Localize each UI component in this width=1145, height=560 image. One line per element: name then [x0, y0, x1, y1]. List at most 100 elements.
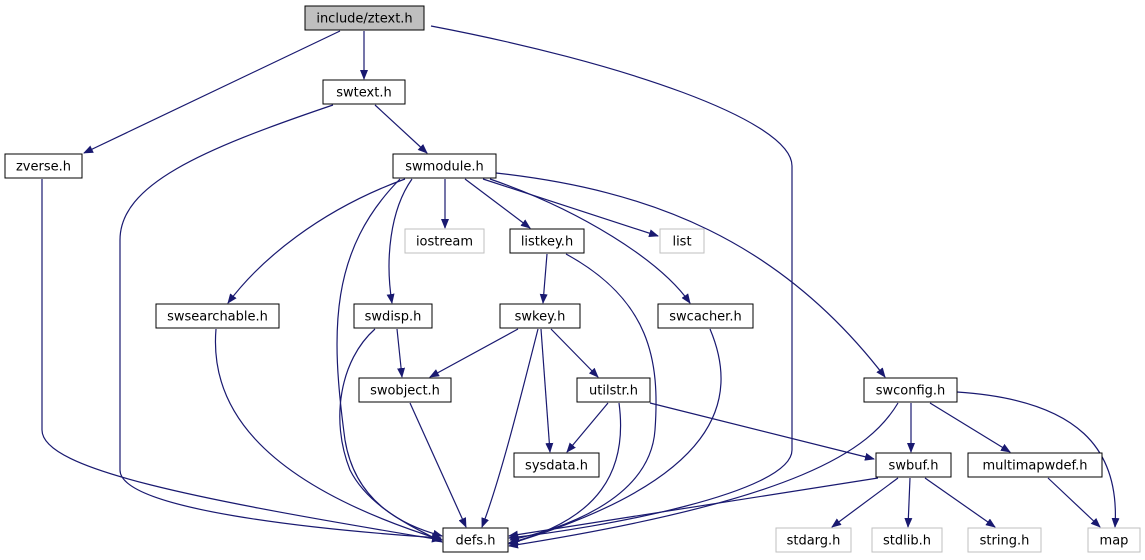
node-box-swcacher: [657, 303, 754, 329]
edge-zverse-to-defs: [41, 179, 442, 543]
node-utilstr[interactable]: utilstr.h: [576, 377, 651, 403]
edge-swmodule-to-swsearchable: [227, 178, 406, 304]
node-label-swtext: swtext.h: [336, 86, 391, 101]
node-label-list: list: [672, 235, 691, 250]
edge-swconfig-to-multimapwdef: [929, 402, 1011, 453]
node-box-list: [659, 228, 705, 254]
edge-utilstr-to-defs: [508, 402, 622, 545]
node-box-swobject: [358, 377, 452, 403]
node-label-defs: defs.h: [456, 534, 496, 549]
node-label-sysdata: sysdata.h: [525, 459, 588, 474]
node-box-iostream: [404, 228, 485, 254]
node-swkey[interactable]: swkey.h: [499, 303, 581, 329]
node-box-swtext: [322, 79, 406, 105]
node-box-ztext: [304, 5, 425, 31]
edge-swcacher-to-defs: [508, 328, 722, 546]
edge-swkey-to-sysdata: [540, 328, 554, 453]
node-label-swcacher: swcacher.h: [669, 310, 741, 325]
edge-listkey-to-swkey: [539, 253, 548, 304]
node-label-swconfig: swconfig.h: [876, 384, 946, 399]
node-swbuf[interactable]: swbuf.h: [875, 452, 952, 478]
edge-swconfig-to-map: [956, 391, 1120, 528]
edge-ztext-to-zverse: [83, 30, 341, 154]
node-zverse[interactable]: zverse.h: [4, 153, 83, 179]
edges-layer: [41, 25, 1120, 549]
edge-swtext-to-swmodule: [374, 104, 428, 154]
edge-swmodule-to-list: [482, 178, 659, 238]
node-label-utilstr: utilstr.h: [589, 384, 638, 399]
node-box-swsearchable: [155, 303, 280, 329]
node-sysdata[interactable]: sysdata.h: [513, 452, 600, 478]
node-box-swdisp: [353, 303, 433, 329]
node-swmodule[interactable]: swmodule.h: [392, 153, 497, 179]
node-swsearchable[interactable]: swsearchable.h: [155, 303, 280, 329]
edge-swobject-to-defs: [409, 402, 467, 528]
node-label-iostream: iostream: [416, 235, 473, 250]
edge-swdisp-to-swobject: [396, 328, 406, 378]
edge-swmodule-to-swdisp: [386, 178, 413, 304]
node-label-swobject: swobject.h: [370, 384, 440, 399]
edge-swkey-to-defs: [481, 328, 539, 528]
edge-swmodule-to-swcacher: [489, 178, 691, 304]
node-string: string.h: [967, 527, 1042, 553]
node-box-swbuf: [875, 452, 952, 478]
node-box-string: [967, 527, 1042, 553]
node-swobject[interactable]: swobject.h: [358, 377, 452, 403]
node-box-listkey: [509, 228, 585, 254]
node-box-utilstr: [576, 377, 651, 403]
node-label-stdlib: stdlib.h: [883, 534, 931, 549]
node-list: list: [659, 228, 705, 254]
node-stdlib: stdlib.h: [871, 527, 943, 553]
nodes-layer: include/ztext.h swtext.h zverse.h swmodule.…: [4, 5, 1141, 553]
node-label-swbuf: swbuf.h: [889, 459, 939, 474]
edge-swtext-to-defs: [119, 104, 442, 542]
node-box-swmodule: [392, 153, 497, 179]
node-box-stdarg: [775, 527, 852, 553]
edge-swmodule-to-swconfig: [495, 172, 886, 378]
node-stdarg: stdarg.h: [775, 527, 852, 553]
node-swtext[interactable]: swtext.h: [322, 79, 406, 105]
node-label-zverse: zverse.h: [16, 160, 71, 175]
edge-listkey-to-defs: [509, 253, 657, 543]
node-box-swkey: [499, 303, 581, 329]
edge-utilstr-to-swbuf: [649, 402, 875, 461]
edge-swmodule-to-listkey: [464, 178, 531, 229]
node-swcacher[interactable]: swcacher.h: [657, 303, 754, 329]
node-defs[interactable]: defs.h: [442, 527, 509, 553]
edge-utilstr-to-sysdata: [566, 402, 609, 453]
node-label-multimapwdef: multimapwdef.h: [983, 459, 1088, 474]
node-label-stdarg: stdarg.h: [787, 534, 841, 549]
node-box-zverse: [4, 153, 83, 179]
edge-swbuf-to-string: [924, 477, 996, 528]
edge-swbuf-to-stdlib: [904, 477, 913, 528]
node-label-swkey: swkey.h: [515, 310, 566, 325]
edge-swconfig-to-defs: [508, 402, 899, 549]
node-label-listkey: listkey.h: [521, 235, 573, 250]
node-box-multimapwdef: [967, 452, 1103, 478]
node-label-swdisp: swdisp.h: [365, 310, 422, 325]
node-label-map: map: [1100, 534, 1129, 549]
node-label-swsearchable: swsearchable.h: [167, 310, 268, 325]
edge-swsearchable-to-defs: [214, 328, 443, 542]
node-label-swmodule: swmodule.h: [405, 160, 484, 175]
node-listkey[interactable]: listkey.h: [509, 228, 585, 254]
node-map: map: [1087, 527, 1141, 553]
node-ztext[interactable]: include/ztext.h: [304, 5, 425, 31]
edge-ztext-to-defs: [430, 25, 793, 541]
edge-swkey-to-swobject: [429, 328, 519, 378]
node-multimapwdef[interactable]: multimapwdef.h: [967, 452, 1103, 478]
node-label-ztext: include/ztext.h: [316, 12, 412, 27]
node-box-map: [1087, 527, 1141, 553]
node-box-defs: [442, 527, 509, 553]
node-box-stdlib: [871, 527, 943, 553]
node-label-string: string.h: [980, 534, 1030, 549]
node-iostream: iostream: [404, 228, 485, 254]
node-box-swconfig: [863, 377, 958, 403]
node-box-sysdata: [513, 452, 600, 478]
node-swconfig[interactable]: swconfig.h: [863, 377, 958, 403]
edge-swkey-to-utilstr: [550, 328, 599, 378]
node-swdisp[interactable]: swdisp.h: [353, 303, 433, 329]
edge-swdisp-to-defs: [339, 328, 443, 543]
edge-multimapwdef-to-map: [1047, 477, 1101, 528]
